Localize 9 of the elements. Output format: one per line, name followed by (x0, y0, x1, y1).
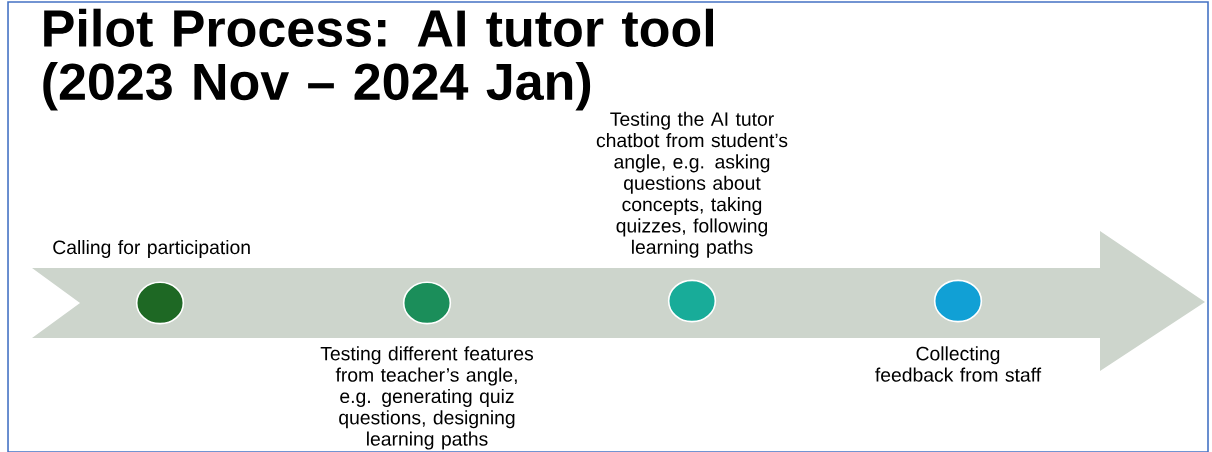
step-label: Testing different features from teacher’s angle, e.g. generating quiz questions, designing learning paths (320, 346, 534, 450)
timeline-dot (933, 279, 983, 323)
timeline-dot (135, 281, 185, 325)
step-label: Calling for participation (53, 240, 250, 258)
step-label: Testing the AI tutor chatbot from student’s angle, e.g. asking questions about concepts, taking quizzes, following learning paths (596, 111, 788, 258)
step-label: Collecting feedback from staff (875, 346, 1042, 382)
timeline-dot (667, 279, 717, 323)
timeline-dot (402, 281, 452, 325)
title: Pilot Process: AI tutor tool (2023 Nov – 2024 Jan) (43, 8, 713, 111)
